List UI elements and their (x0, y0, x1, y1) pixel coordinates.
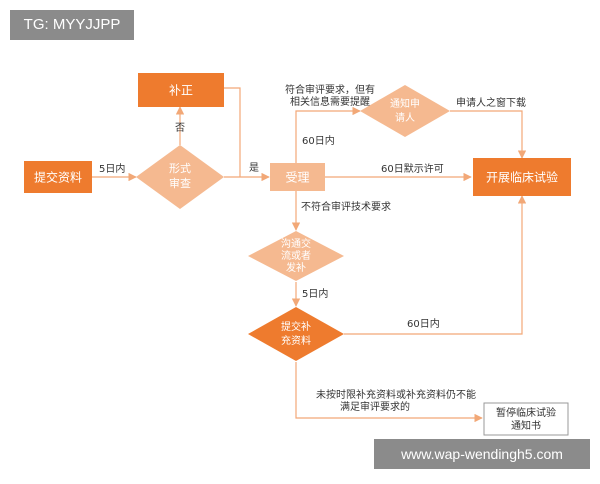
node-accept-label: 受理 (285, 171, 309, 185)
watermark-top: TG: MYYJJPP (10, 10, 134, 40)
label-not-meet: 不符合审评技术要求 (301, 200, 391, 213)
node-submit: 提交资料 (24, 161, 92, 193)
node-supplement-line2: 充资料 (281, 334, 311, 347)
node-notify-line2: 请人 (395, 111, 415, 124)
label-fail-note-line1: 未按时限补充资料或补充资料仍不能 (316, 388, 476, 401)
label-days5-a: 5日内 (99, 162, 125, 175)
node-correction: 补正 (138, 73, 224, 107)
node-communicate: 沟通交 流或者 发补 (248, 231, 344, 281)
edge-labels: 5日内 否 是 符合审评要求，但有 相关信息需要提醒 申请人之窗下载 60日内 … (99, 83, 526, 413)
node-supplement-line1: 提交补 (281, 320, 311, 333)
node-submit-label: 提交资料 (34, 170, 82, 185)
node-notify-line1: 通知申 (390, 97, 420, 110)
node-suspend-line1: 暂停临床试验 (496, 406, 556, 419)
node-formal-review: 形式 审查 (136, 145, 224, 209)
connector-supplement-to-suspend (295, 362, 483, 423)
watermark-bottom: www.wap-wendingh5.com (374, 439, 590, 469)
node-start-trial: 开展临床试验 (473, 158, 571, 196)
label-applicant-download: 申请人之窗下载 (456, 96, 526, 109)
node-start-trial-label: 开展临床试验 (486, 170, 558, 185)
node-formal-review-line1: 形式 (169, 162, 191, 175)
node-communicate-line2: 流或者 (281, 249, 311, 262)
label-meets-but-line1: 符合审评要求，但有 (285, 83, 375, 96)
node-supplement-diamond (248, 307, 344, 361)
node-communicate-line1: 沟通交 (281, 237, 311, 250)
label-days60-a: 60日内 (302, 134, 335, 147)
connectors (92, 87, 527, 423)
node-supplement: 提交补 充资料 (248, 307, 344, 361)
node-notify-diamond (360, 85, 450, 137)
node-formal-review-diamond (136, 145, 224, 209)
connector-correction-return (224, 87, 241, 177)
node-formal-review-line2: 审查 (169, 176, 191, 190)
label-days60-b: 60日内 (407, 317, 440, 330)
node-accept: 受理 (270, 163, 325, 191)
node-correction-label: 补正 (169, 84, 193, 98)
node-notify: 通知申 请人 (360, 85, 450, 137)
label-meets-but-line2: 相关信息需要提醒 (290, 95, 370, 108)
label-days5-b: 5日内 (302, 287, 328, 300)
node-suspend-line2: 通知书 (511, 419, 541, 432)
node-accept-box (270, 163, 325, 191)
node-communicate-diamond (248, 231, 344, 281)
node-communicate-line3: 发补 (286, 261, 306, 274)
connector-notify-to-trial (450, 110, 527, 159)
connector-supplement-to-trial (344, 195, 527, 335)
node-correction-box (138, 73, 224, 107)
node-suspend: 暂停临床试验 通知书 (483, 402, 569, 436)
node-submit-box (24, 161, 92, 193)
node-start-trial-box (473, 158, 571, 196)
label-fail-note-line2: 满足审评要求的 (340, 400, 410, 413)
label-yes: 是 (249, 162, 259, 174)
node-suspend-box (483, 402, 569, 436)
label-days60-default: 60日默示许可 (381, 163, 444, 175)
label-no: 否 (175, 122, 185, 134)
connector-accept-to-notify (295, 106, 361, 163)
